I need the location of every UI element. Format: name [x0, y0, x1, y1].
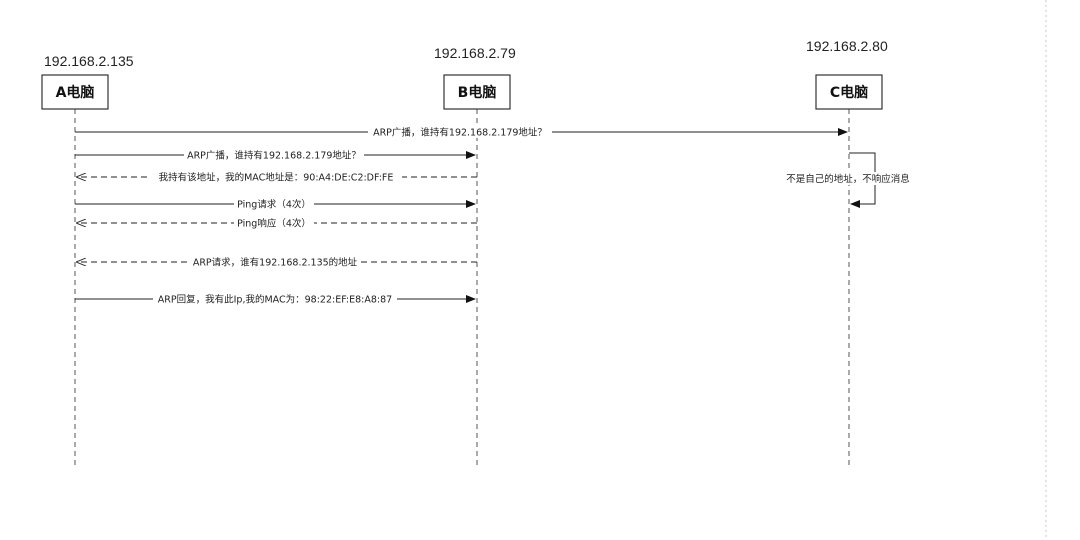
participant-c-box: [815, 74, 883, 110]
message-arp-broadcast-a-to-b: ARP广播，谁持有192.168.2.179地址？: [75, 149, 476, 162]
message-label: Ping响应（4次）: [237, 218, 311, 230]
message-label: Ping请求（4次）: [237, 199, 311, 211]
participant-c-ip: 192.168.2.80: [806, 38, 888, 54]
message-arp-reply-mac: 我持有该地址，我的MAC地址是：90:A4:DE:C2:DF:FE: [77, 171, 477, 184]
self-message-label: 不是自己的地址，不响应消息: [786, 173, 910, 185]
participant-c: 192.168.2.80 C电脑: [806, 38, 888, 465]
message-ping-request: Ping请求（4次）: [75, 198, 476, 211]
participant-a-ip: 192.168.2.135: [44, 53, 134, 69]
message-arp-request-b-to-a: ARP请求，谁有192.168.2.135的地址: [77, 256, 477, 269]
message-label: 我持有该地址，我的MAC地址是：90:A4:DE:C2:DF:FE: [159, 172, 394, 184]
message-arp-reply-a-to-b: ARP回复，我有此Ip,我的MAC为：98:22:EF:E8:A8:87: [75, 293, 476, 306]
participant-a-label: A电脑: [56, 84, 95, 101]
participant-a: 192.168.2.135 A电脑: [41, 53, 134, 465]
participant-b-label: B电脑: [458, 84, 497, 101]
message-label: ARP回复，我有此Ip,我的MAC为：98:22:EF:E8:A8:87: [158, 294, 392, 306]
participant-c-label: C电脑: [830, 84, 868, 101]
message-ping-response: Ping响应（4次）: [77, 217, 477, 230]
self-message-c: 不是自己的地址，不响应消息: [778, 152, 918, 208]
message-arp-broadcast-a-to-c: ARP广播，谁持有192.168.2.179地址？: [75, 126, 848, 139]
participant-a-box: [41, 74, 109, 110]
message-label: ARP广播，谁持有192.168.2.179地址？: [373, 127, 547, 139]
participant-b-ip: 192.168.2.79: [434, 45, 516, 61]
participant-b-box: [443, 74, 511, 110]
message-label: ARP请求，谁有192.168.2.135的地址: [193, 257, 358, 269]
participant-b: 192.168.2.79 B电脑: [434, 45, 516, 465]
message-label: ARP广播，谁持有192.168.2.179地址？: [187, 150, 361, 162]
